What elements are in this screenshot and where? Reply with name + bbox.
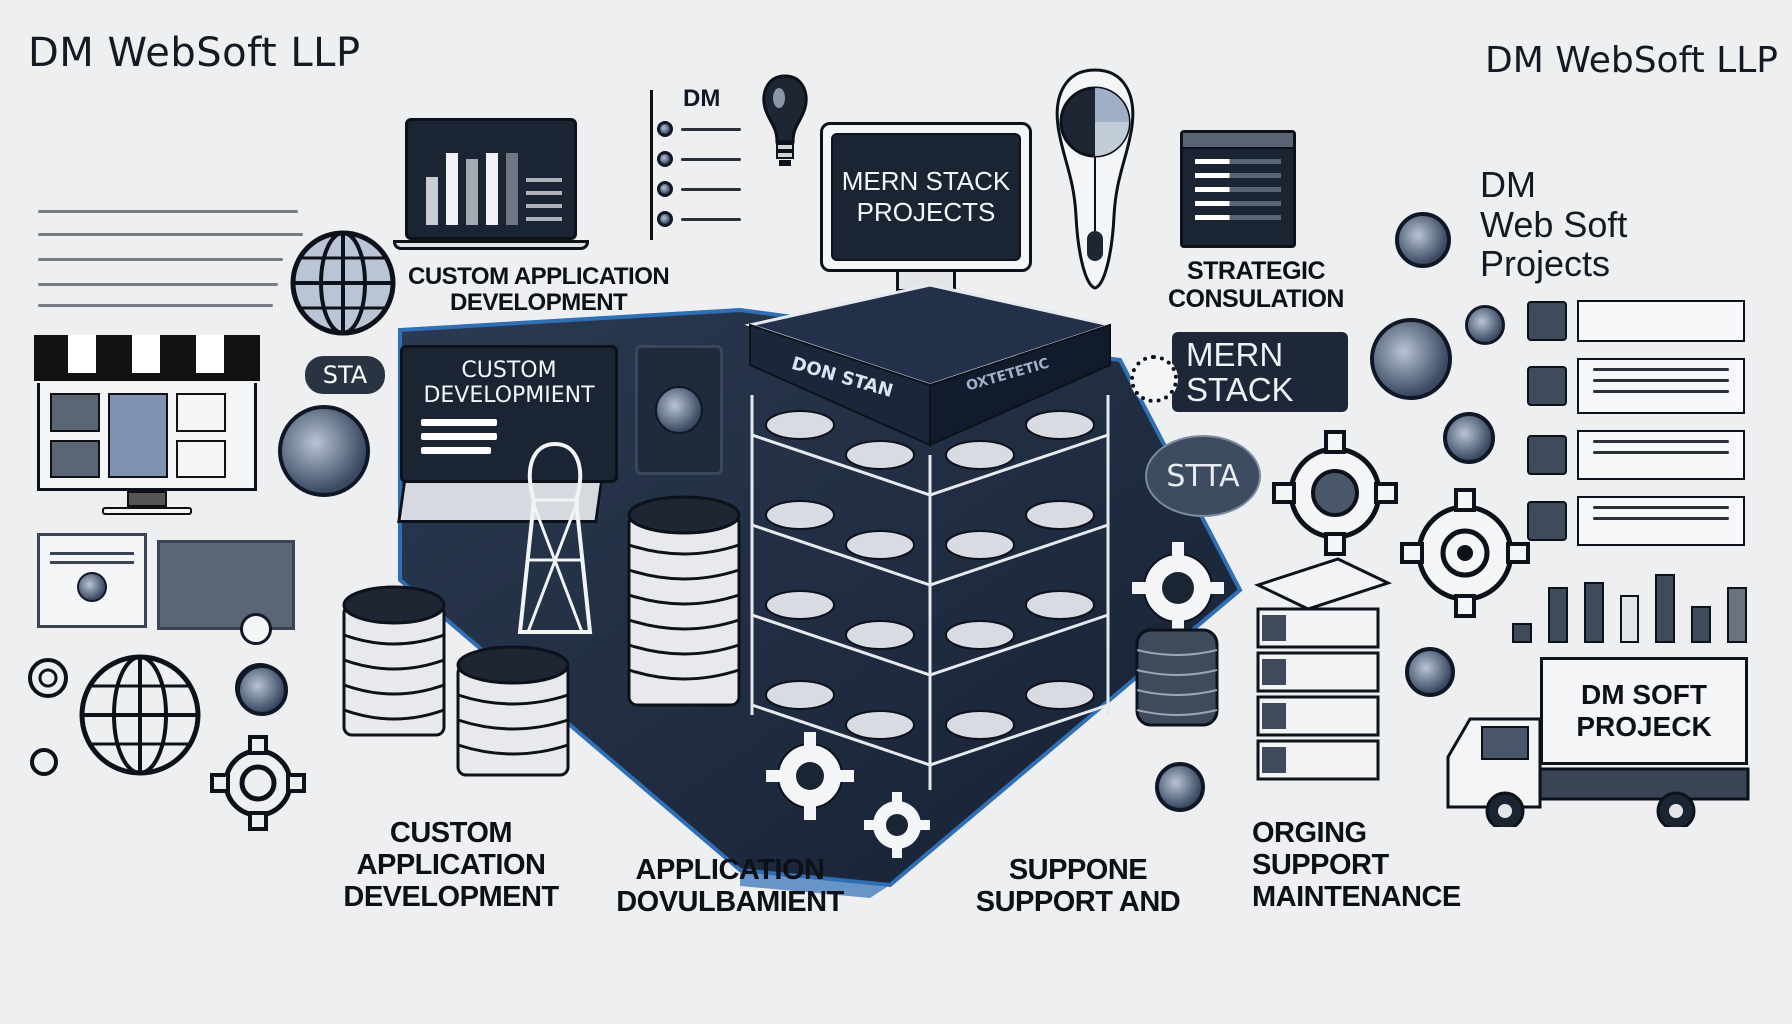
gear-small-icon [864,792,930,858]
mern-stack-tower: DON STAN OXTETETIC [740,285,1120,800]
tire-stack-icon [1135,628,1219,727]
stta-circle: STTA [1145,435,1261,517]
sta-badge: STA [305,356,385,394]
mern-stack-projects-monitor: MERN STACK PROJECTS [820,122,1032,292]
custom-development-monitor: CUSTOM DEVELOPMIENT [397,345,618,523]
mern-monitor-line1: MERN STACK [841,165,1011,196]
custom-dev-line2: DEVELOPMIENT [423,383,595,409]
storefront-icon [32,333,262,515]
bar-chart-icon [1512,565,1748,643]
mern-monitor-line2: PROJECTS [856,197,996,227]
strategic-window-icon [1180,130,1296,248]
lightbulb-icon [762,74,808,166]
toggle-ring-icon [1130,355,1178,403]
custom-app-dev-top-label: CUSTOM APPLICATION DEVELOPMENT [408,263,670,317]
company-title-left: DM WebSoft LLP [28,30,361,76]
document-list-icon [1527,300,1745,546]
checklist-title: DM [683,85,721,112]
gear-outline-icon [1272,430,1398,556]
badge-dark-icon [236,664,288,716]
dm-websoft-projects-label: DM Web Soft Projects [1480,164,1628,285]
bottom-label-application-development: APPLICATION DOVULBAMIENT [616,854,844,918]
strategic-consultation-label: STRATEGIC CONSULATION [1168,257,1344,313]
vehicle-card-icon [157,540,295,645]
ring-small-icon [1465,305,1505,345]
globe-icon [290,230,396,336]
custom-dev-line1: CUSTOM [461,358,557,383]
document-lines [38,210,308,307]
truck-sign: DM SOFT PROJECK [1540,657,1748,765]
target-icon [1395,212,1451,268]
circular-badge-icon [278,405,370,497]
gear-outline-right-icon [1400,488,1530,618]
framed-picture-icon [37,533,147,628]
antenna-tower-icon [517,441,593,634]
gear-icon [766,732,854,820]
checklist-icon: DM [645,85,765,255]
coin-stack-icon [627,495,741,707]
framed-card-icon [635,345,723,475]
database-coins-icon [342,585,570,777]
globe-outline-icon [79,654,201,776]
bottom-label-support: SUPPONE SUPPORT AND [975,854,1181,918]
pin-icon [1405,647,1455,697]
dot-icon [30,748,58,776]
gear-outline-left-icon [210,735,306,831]
mern-stack-badge: MERN STACK [1172,332,1348,412]
bottom-label-custom-application-development: CUSTOM APPLICATION DEVELOPMENT [343,817,559,913]
laptop-chart-icon [393,118,589,250]
ring-medium-icon [1443,412,1495,464]
gear-tiny-icon [28,658,68,698]
coin-icon [1155,762,1205,812]
bottom-label-ongoing-support-maintenance: ORGING SUPPORT MAINTENANCE [1252,817,1461,913]
mouse-dial-icon [1055,68,1135,290]
server-stack-icon [1253,557,1393,781]
ring-icon [1370,318,1452,400]
company-title-right: DM WebSoft LLP [1484,40,1778,81]
